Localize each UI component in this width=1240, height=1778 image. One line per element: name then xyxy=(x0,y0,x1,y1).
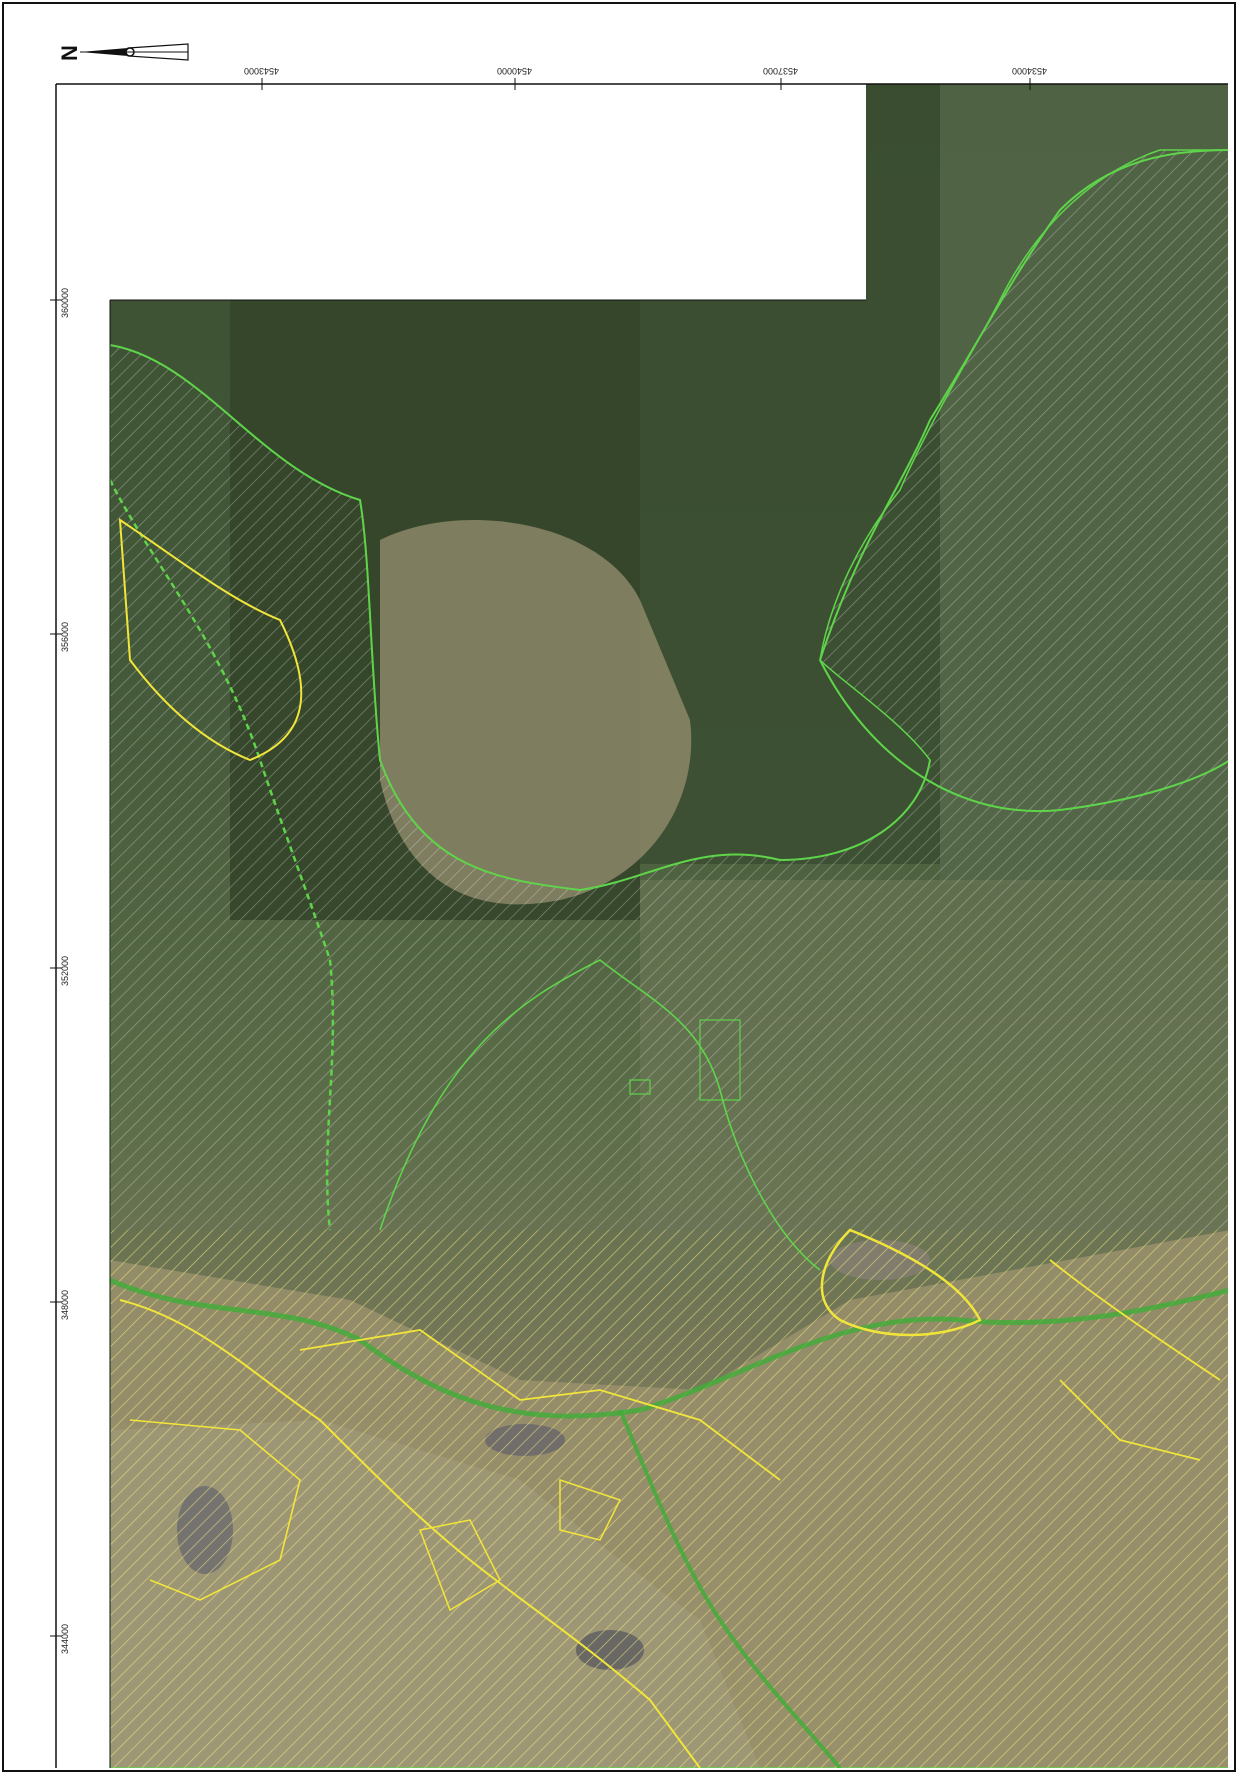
north-label: N xyxy=(57,45,82,61)
north-arrow-icon xyxy=(80,43,189,61)
x-tick-label: 4537000 xyxy=(763,66,799,76)
x-tick-label: 4543000 xyxy=(244,66,280,76)
y-tick-label: 344000 xyxy=(60,1623,70,1654)
y-tick-marks xyxy=(50,299,62,1637)
x-tick-label: 4534000 xyxy=(1012,66,1048,76)
y-tick-label: 348000 xyxy=(60,1289,70,1320)
legend-blank-area xyxy=(56,84,866,300)
x-tick-marks xyxy=(261,78,1031,90)
imagery-layer xyxy=(110,84,1228,1768)
y-tick-label: 356000 xyxy=(60,621,70,652)
y-tick-label: 360000 xyxy=(60,287,70,318)
y-tick-label: 352000 xyxy=(60,955,70,986)
x-tick-label: 4540000 xyxy=(497,66,533,76)
